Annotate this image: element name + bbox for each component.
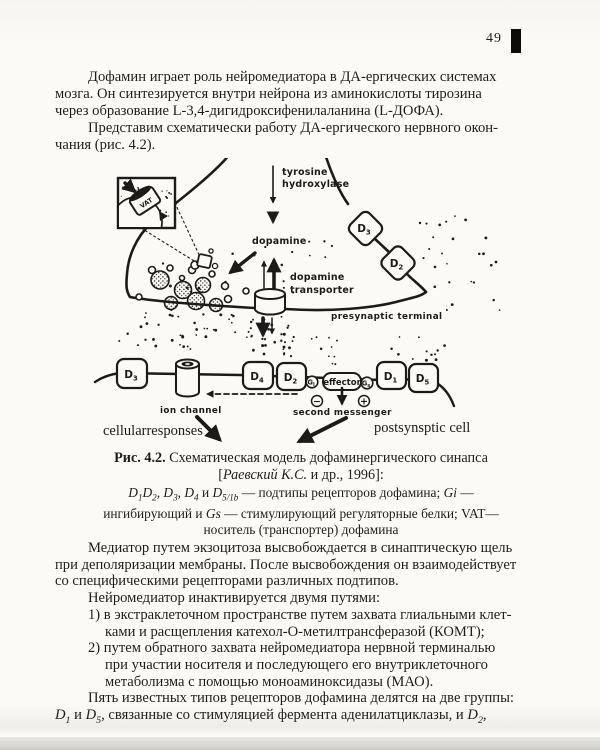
svg-text:D4: D4 [250, 371, 264, 385]
text-line: Дофамин играет роль нейромедиатора в ДА-… [88, 69, 497, 85]
text-line: через образование L-3,4-дигидроксифенила… [55, 103, 444, 119]
svg-text:D1: D1 [384, 371, 398, 385]
postsynaptic-cell-label: postsynsptic cell [374, 420, 470, 436]
text-line: [Раевский К.С. и др., 1996]: [218, 467, 384, 483]
second-messenger-label: second messenger [293, 408, 392, 418]
page-number: 49 [486, 31, 502, 46]
svg-text:D3: D3 [357, 223, 371, 237]
dopamine-molecule-dots [118, 215, 501, 366]
text-line: 1) в экстраклеточном пространстве путем … [88, 606, 512, 623]
transporter-label-line1: dopamine [290, 272, 345, 283]
vat-inset: VAT [116, 176, 177, 230]
postsynaptic-receptor-D1: D1 [375, 360, 408, 391]
figure-legend: D1D2, D3, D4 и D5/1b — подтипы рецепторо… [54, 485, 548, 538]
svg-text:D2: D2 [284, 372, 298, 386]
text-line: Пять известных типов рецепторов дофамина… [88, 690, 514, 707]
text-line: Медиатор путем экзоцитоза высвобождается… [88, 540, 513, 556]
g-protein-gi: Gi [305, 375, 319, 389]
signalling-annotations: − + ion channel second messenger cellula… [103, 386, 470, 443]
text-line: носитель (транспортер) дофамина [203, 521, 399, 537]
cellular-responses-label: cellularresponses [103, 423, 203, 439]
synaptic-vesicles [135, 260, 250, 313]
text-line: D1 и D5, связанные со стимуляцией фермен… [55, 707, 487, 726]
text-line: при участии носителя и последующего его … [105, 656, 488, 673]
text-line: Нейромедиатор инактивируется двумя путям… [88, 590, 381, 607]
postsynaptic-receptor-D2: D2 [275, 361, 308, 392]
postsynaptic-receptor-D5: D5 [407, 362, 440, 394]
minus-sign: − [313, 396, 321, 407]
svg-text:Gs: Gs [362, 380, 371, 390]
synapse-diagram: D3 D2 [93, 158, 501, 443]
svg-text:D2: D2 [390, 258, 404, 272]
text-line: Рис. 4.2. Схематическая модель дофаминер… [114, 450, 488, 466]
text-line: метаболизма с помощью моноаминоксидазы (… [105, 673, 434, 690]
dopamine-transporter: dopamine transporter [254, 257, 354, 338]
tyrosine-hydroxylase-label-line2: hydroxylase [282, 179, 349, 190]
plus-sign: + [360, 397, 368, 408]
scan-bottom-shadow [0, 737, 600, 750]
autoreceptor-D2: D2 [380, 245, 416, 281]
text-line: 2) путем обратного захвата нейромедиатор… [88, 640, 496, 657]
figure-caption: Рис. 4.2. Схематическая модель дофаминер… [54, 450, 548, 484]
presynaptic-terminal-label: presynaptic terminal [331, 312, 442, 322]
text-line: ингибирующий и Gs — стимулирующий регуля… [103, 505, 499, 521]
text-line: чания (рис. 4.2). [55, 137, 156, 153]
ion-channel-label: ion channel [160, 406, 222, 416]
synthesis-pathway: tyrosine hydroxylase dopamine [228, 165, 349, 275]
svg-text:D5: D5 [416, 373, 430, 387]
svg-text:effector: effector [323, 378, 361, 388]
vesicle-callout [140, 202, 219, 270]
postsynaptic-receptor-D3: D3 [115, 357, 149, 390]
text-line: ками и расщепления катехол-О-метилтрансф… [105, 623, 485, 640]
transporter-label-line2: transporter [290, 285, 354, 296]
intro-paragraphs: Дофамин играет роль нейромедиатора в ДА-… [55, 69, 555, 154]
ion-channel [175, 358, 200, 398]
text-line: при деполяризации мембраны. После высвоб… [55, 556, 517, 573]
g-protein-gs: Gs [360, 376, 374, 390]
tyrosine-hydroxylase-label-line1: tyrosine [282, 167, 328, 178]
svg-text:D3: D3 [124, 369, 138, 383]
text-line: мозга. Он синтезируется внутри нейрона и… [55, 86, 482, 102]
text-line: со специфическими рецепторами различных … [55, 573, 399, 590]
postsynaptic-receptor-D4: D4 [241, 360, 275, 391]
text-line: Представим схематически работу ДА-ергиче… [88, 120, 498, 136]
vat-release-arrow [159, 211, 168, 221]
body-paragraphs: Медиатор путем экзоцитоза высвобождается… [55, 540, 555, 730]
autoreceptor-D3: D3 [347, 210, 384, 247]
dopamine-label: dopamine [252, 236, 307, 247]
page-edge-bar [511, 29, 521, 53]
svg-text:Gi: Gi [307, 379, 315, 389]
text-line: D1D2, D3, D4 и D5/1b — подтипы рецепторо… [128, 485, 474, 503]
